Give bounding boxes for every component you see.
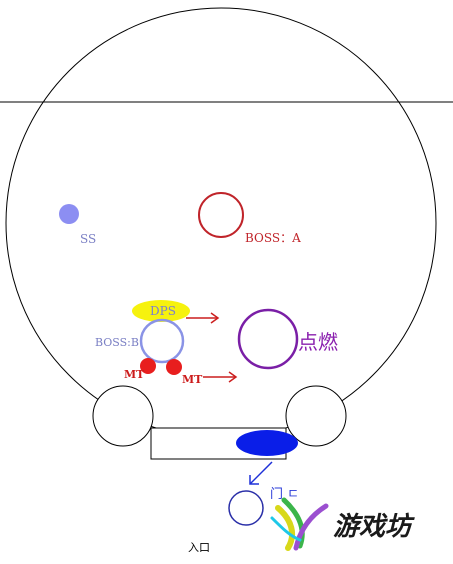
boss-a-ring bbox=[198, 192, 244, 238]
mt-right-label: MT bbox=[182, 373, 203, 386]
red-arrow-icon bbox=[186, 312, 220, 324]
boss-b-label: BOSS:B bbox=[95, 336, 139, 349]
ss-label: SS bbox=[80, 232, 96, 246]
dps-label: DPS bbox=[150, 304, 176, 318]
blue-arrow-icon bbox=[249, 461, 273, 485]
ignite-ring bbox=[237, 308, 299, 370]
mt-left-marker bbox=[140, 358, 156, 374]
mt-right-marker bbox=[166, 359, 182, 375]
boss-b-ring bbox=[139, 318, 185, 364]
dps-marker bbox=[132, 300, 190, 322]
left-pillar bbox=[92, 385, 154, 447]
ignite-label: 点燃 bbox=[298, 330, 338, 354]
ss-marker bbox=[59, 204, 79, 224]
entrance-label: 入口 bbox=[188, 541, 210, 554]
blue-group-marker bbox=[236, 430, 298, 456]
watermark-text: 游戏坊 bbox=[333, 512, 415, 542]
right-pillar bbox=[285, 385, 347, 447]
boss-a-label: BOSS：A bbox=[245, 231, 301, 245]
red-arrow-icon bbox=[203, 371, 238, 383]
swirl-logo-icon bbox=[270, 497, 329, 551]
entrance-ring bbox=[228, 490, 264, 526]
door-text: 门 ㄷ bbox=[270, 487, 299, 502]
mt-left-label: MT bbox=[124, 368, 145, 381]
